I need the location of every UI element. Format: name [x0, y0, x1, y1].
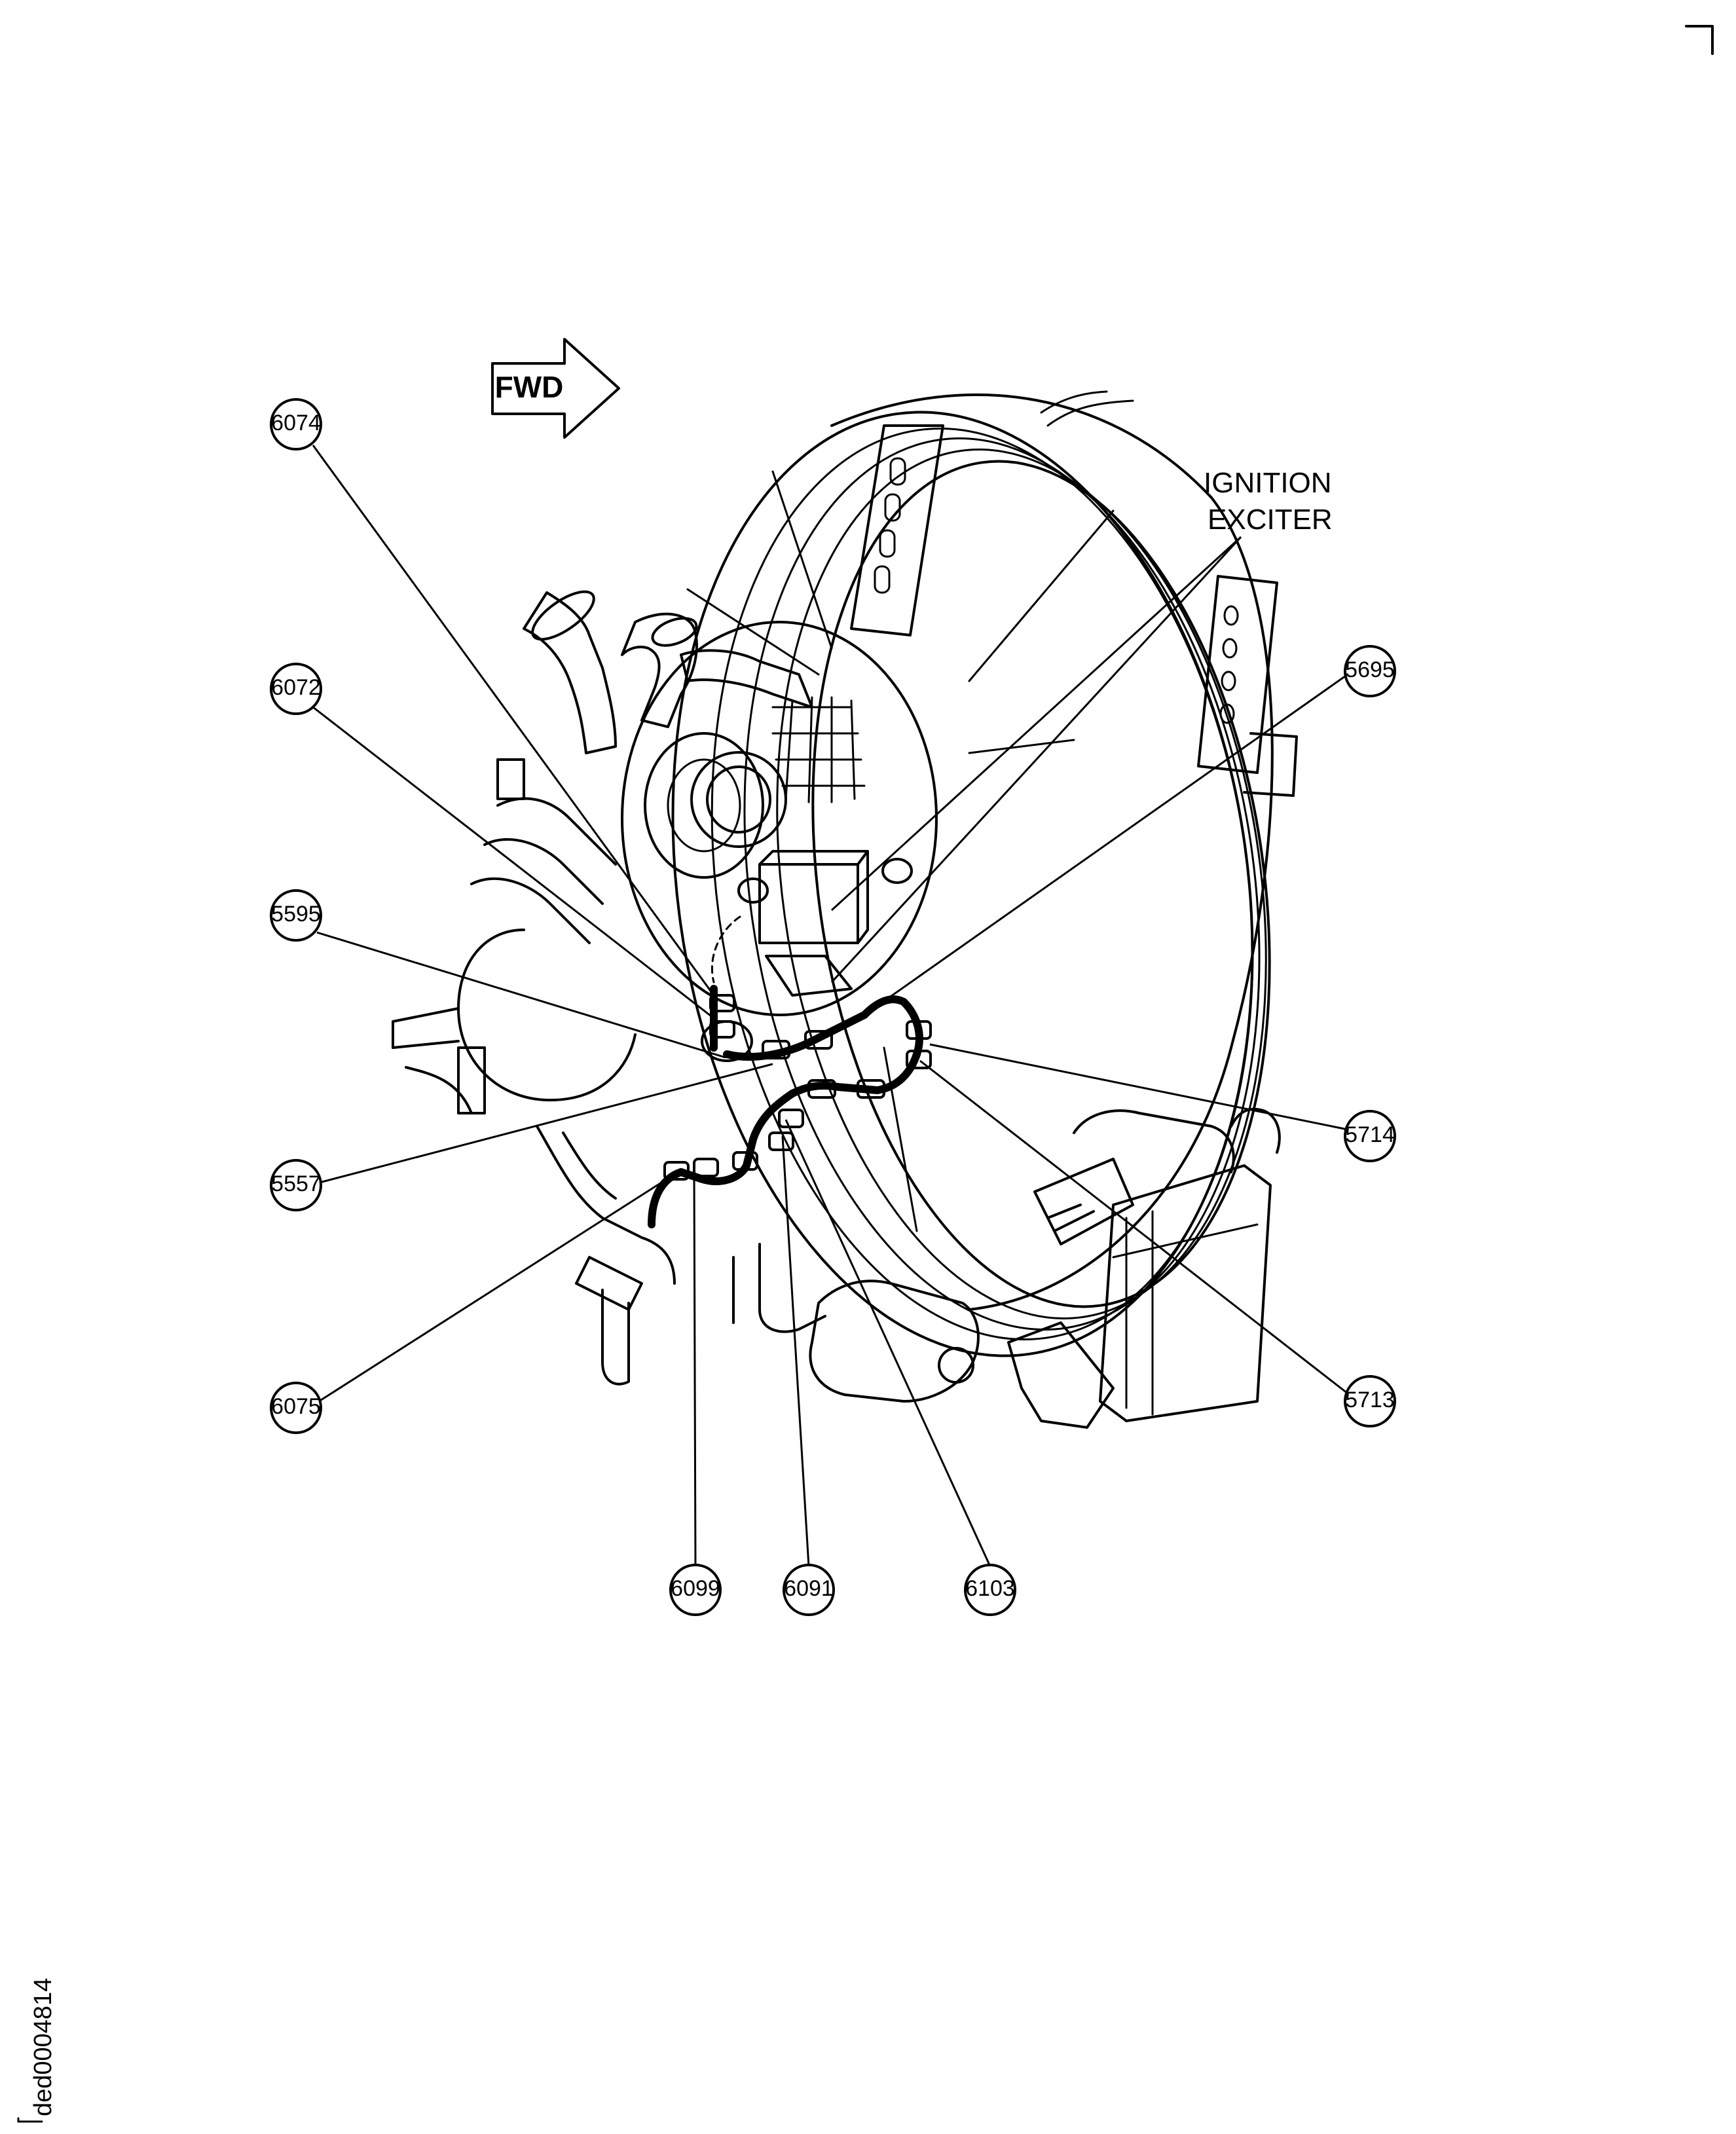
fan-casing-ring-1 [711, 428, 1254, 1340]
callout-label: 5557 [271, 1171, 321, 1196]
fan-casing-ring-2 [743, 437, 1261, 1331]
ignition-exciter-box-lower [765, 955, 853, 997]
leader-line [919, 1059, 1348, 1395]
callout-5695: 5695 [1344, 645, 1396, 697]
tube-end-ring [651, 617, 698, 647]
right-lower-bracket [1007, 1321, 1115, 1429]
callout-6103: 6103 [964, 1564, 1016, 1616]
callout-label: 5595 [271, 902, 321, 927]
callout-label: 6099 [671, 1576, 720, 1601]
engine-illustration [392, 390, 1298, 1429]
leader-line [316, 1063, 773, 1185]
callout-5713: 5713 [1344, 1375, 1396, 1427]
fan-blade [771, 470, 833, 650]
lead-clamps [663, 994, 932, 1181]
cowling-top-wires [1040, 390, 1134, 427]
fan-blade [883, 1046, 918, 1232]
callout-label: 6074 [271, 411, 321, 435]
ignition-lead-upper [860, 995, 923, 1058]
lead-junction-plug [701, 1020, 753, 1062]
lower-center-tube [732, 1243, 826, 1333]
callout-6075: 6075 [270, 1382, 322, 1434]
fan-blade [968, 509, 1115, 682]
ignition-lead-right [788, 1050, 921, 1097]
fan-blade [968, 739, 1075, 754]
callout-5557: 5557 [270, 1159, 322, 1211]
callout-6091: 6091 [783, 1564, 835, 1616]
upper-strut [850, 424, 944, 636]
callout-label: 6075 [271, 1394, 321, 1419]
cowling-edge [830, 393, 1274, 1311]
leader-line [830, 536, 1242, 984]
leader-line [316, 1171, 678, 1404]
leader-line [830, 536, 1242, 911]
leader-line [864, 673, 1348, 1016]
gearbox-pad [644, 732, 764, 879]
right-hose-loop [1073, 1109, 1235, 1173]
left-small-bracket [457, 758, 525, 1114]
right-bracket [1197, 575, 1278, 774]
ignition-exciter-box [758, 850, 869, 944]
left-lower-pipe [392, 1007, 473, 1114]
gearbox-pad-inner [667, 758, 741, 853]
lower-left-tube [536, 1125, 676, 1285]
left-elbow-fitting [575, 1256, 643, 1311]
ignition-exciter-label-line2: EXCITER [1208, 504, 1333, 536]
callout-label: 6103 [965, 1576, 1015, 1601]
fan-casing-ring-4 [811, 460, 1271, 1308]
leader-lines [312, 445, 1348, 1567]
ignition-lead-lower [677, 1090, 796, 1185]
leader-line [781, 1135, 810, 1567]
lower-left-pipe-down [601, 1289, 630, 1386]
exciter-dashed-lead [711, 915, 741, 984]
left-tube-bundle [470, 797, 617, 944]
strut-slots [874, 457, 906, 594]
upper-hose [680, 649, 813, 708]
upper-circular-port-drawn-inner [706, 765, 771, 834]
callout-6074: 6074 [270, 398, 322, 451]
forward-arrow: FWD [491, 338, 620, 439]
callout-5714: 5714 [1344, 1110, 1396, 1162]
fan-casing-outer [671, 411, 1254, 1357]
callout-6099: 6099 [669, 1564, 722, 1616]
document-id: ded0004814 [29, 1978, 57, 2116]
ignition-lead-main [723, 1011, 868, 1061]
fan-blade [686, 588, 820, 676]
leader-line [929, 1043, 1348, 1131]
callout-5595: 5595 [270, 889, 322, 942]
right-upper-cable [1230, 1107, 1281, 1154]
callout-label: 5695 [1345, 657, 1395, 682]
lower-sump [809, 1279, 980, 1403]
upper-bent-duct [523, 591, 617, 754]
bracket-holes [1219, 605, 1239, 724]
crop-mark-top-right [1685, 25, 1714, 55]
right-lower-box [1099, 1164, 1272, 1422]
drain-plug [938, 1347, 974, 1384]
callout-6072: 6072 [270, 663, 322, 715]
fan-casing-ring-3 [776, 449, 1267, 1319]
exciter-connector [737, 877, 769, 904]
leader-line [312, 445, 715, 996]
forward-label: FWD [495, 370, 564, 404]
starter-cylinder [1033, 1158, 1134, 1245]
leader-line [312, 706, 714, 1020]
right-clip [1243, 732, 1298, 797]
ignition-exciter-label-line1: IGNITION [1204, 467, 1332, 499]
upper-bent-duct-end [531, 590, 595, 641]
document-id-block: ded0004814 [17, 1978, 57, 2123]
leader-line [316, 931, 726, 1059]
callout-label: 5713 [1345, 1388, 1395, 1412]
right-lower-box-face [1112, 1210, 1259, 1416]
callout-label: 6091 [784, 1576, 834, 1601]
exciter-connector-2 [881, 858, 913, 884]
doc-id-bracket [17, 2117, 43, 2123]
leader-line [785, 1119, 991, 1567]
arrow-icon [491, 338, 620, 439]
gearbox-housing [621, 621, 938, 1016]
callout-label: 5714 [1345, 1122, 1395, 1147]
leader-line [693, 1171, 697, 1567]
callout-label: 6072 [271, 675, 321, 700]
